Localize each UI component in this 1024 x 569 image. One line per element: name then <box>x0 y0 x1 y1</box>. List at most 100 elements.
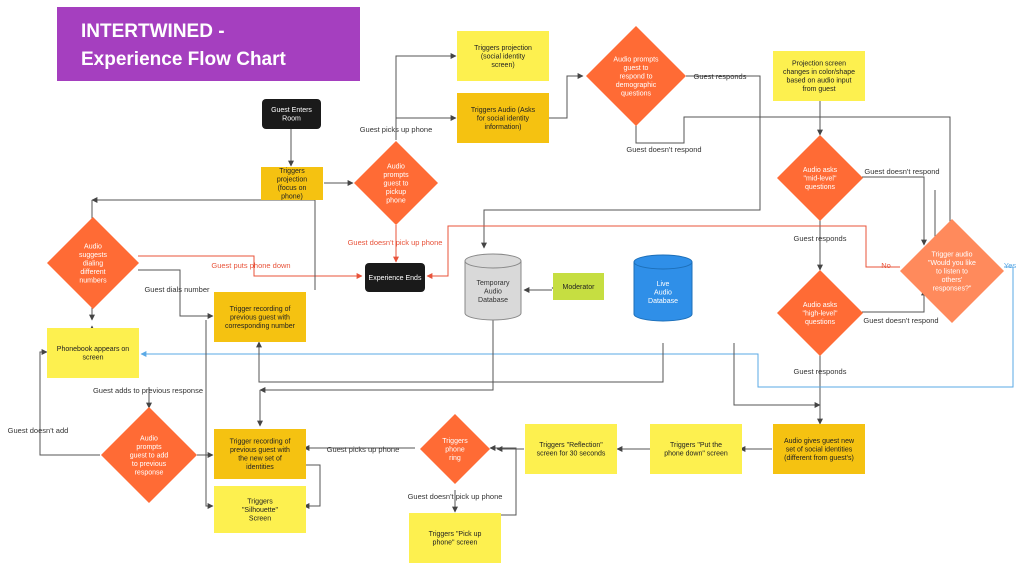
edge-label-picks-up: Guest picks up phone <box>360 125 433 134</box>
node-box <box>214 486 306 533</box>
node-box <box>47 328 139 378</box>
connector-arrow <box>733 343 821 408</box>
edge-label-adds: Guest adds to previous response <box>93 386 203 395</box>
moderator-node: Moderator <box>553 273 604 300</box>
connector-arrow <box>140 266 1014 388</box>
connector-arrow <box>635 116 953 231</box>
moderator-label: Moderator <box>563 284 596 291</box>
edge-label-doesnt-pick-up: Guest doesn't pick up phone <box>348 238 443 247</box>
edge-label-doesnt-respond-top: Guest doesn't respond <box>626 145 701 154</box>
decision-shape <box>47 217 139 309</box>
node-box <box>525 424 617 474</box>
title-line-2: Experience Flow Chart <box>81 49 286 70</box>
node-box <box>773 51 865 101</box>
node-box <box>457 93 549 143</box>
database-top <box>633 254 693 270</box>
node-box <box>261 167 323 200</box>
title-line-1: INTERTWINED - <box>81 21 225 42</box>
connector-arrow <box>426 225 900 279</box>
edge-label-yes: Yes <box>1004 261 1016 270</box>
audio-high-level-label: Audio asks"high-level"questions <box>803 302 838 326</box>
edge-label-dials: Guest dials number <box>144 285 210 294</box>
edge-label-doesnt-pick-up-lower: Guest doesn't pick up phone <box>408 492 503 501</box>
edge-label-doesnt-add: Guest doesn't add <box>8 426 69 435</box>
triggers-silhouette-node: Triggers"Silhouette"Screen <box>214 486 306 533</box>
edge-label-responds-mid: Guest responds <box>794 234 847 243</box>
database-top <box>464 253 522 269</box>
connector-arrow <box>862 176 927 246</box>
node-box <box>773 424 865 474</box>
audio-mid-level-decision: Audio asks"mid-level"questions <box>777 135 863 221</box>
connector-arrow <box>39 349 100 456</box>
database-body <box>464 261 522 321</box>
decision-shape <box>586 26 686 126</box>
title-banner: INTERTWINED - Experience Flow Chart <box>57 7 360 81</box>
node-box <box>553 273 604 300</box>
edge-label-doesnt-respond-mid: Guest doesn't respond <box>864 167 939 176</box>
connector-arrow <box>489 445 517 516</box>
connector-arrow <box>138 269 214 319</box>
connector-arrow <box>205 320 214 509</box>
node-box <box>409 513 501 563</box>
connector-arrow <box>259 320 494 393</box>
decision-shape <box>777 270 863 356</box>
connector-arrow <box>395 53 457 140</box>
audio-high-level-decision: Audio asks"high-level"questions <box>777 270 863 356</box>
decision-shape <box>420 414 490 484</box>
decision-shape <box>101 407 197 503</box>
node-box <box>457 31 549 81</box>
database-body <box>633 262 693 322</box>
decision-shape <box>777 135 863 221</box>
connector-arrow <box>138 255 363 279</box>
edge-label-responds-high: Guest responds <box>794 367 847 376</box>
edge-label-responds-top: Guest responds <box>694 72 747 81</box>
triggers-silhouette-label: Triggers"Silhouette"Screen <box>242 498 279 522</box>
edge-label-picks-up-lower: Guest picks up phone <box>327 445 400 454</box>
audio-mid-level-label: Audio asks"mid-level"questions <box>803 167 838 191</box>
connector-arrow <box>549 73 584 119</box>
decision-shape <box>900 219 1004 323</box>
node-box <box>214 429 306 479</box>
connector-arrow <box>862 289 927 313</box>
node-box <box>365 263 425 292</box>
node-box <box>650 424 742 474</box>
connector-arrow <box>481 75 761 249</box>
experience-ends-label: Experience Ends <box>369 275 422 282</box>
